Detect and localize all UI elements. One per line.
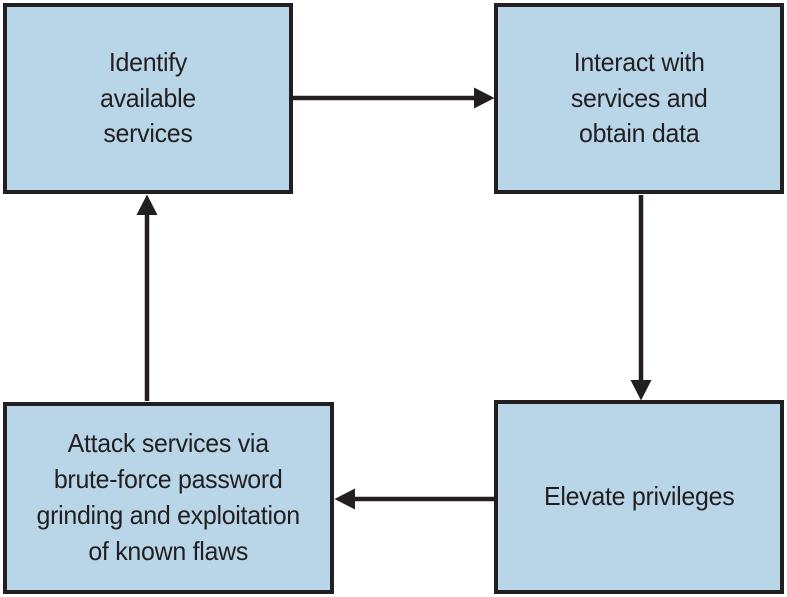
arrow-interact-to-elevate-icon	[630, 195, 652, 401]
box-interact-with-services: Interact with services and obtain data	[494, 3, 784, 194]
box-identify-available-services: Identify available services	[3, 3, 293, 194]
box-interact-label: Interact with services and obtain data	[570, 46, 708, 149]
box-attack-services: Attack services via brute-force password…	[3, 402, 334, 594]
box-elevate-label: Elevate privileges	[543, 481, 735, 512]
box-identify-label: Identify available services	[100, 46, 196, 149]
arrow-elevate-to-attack-icon	[334, 488, 494, 510]
box-attack-label: Attack services via brute-force password…	[36, 428, 301, 566]
box-elevate-privileges: Elevate privileges	[494, 400, 784, 594]
arrow-identify-to-interact-icon	[292, 87, 495, 109]
arrow-attack-to-identify-icon	[136, 194, 158, 401]
